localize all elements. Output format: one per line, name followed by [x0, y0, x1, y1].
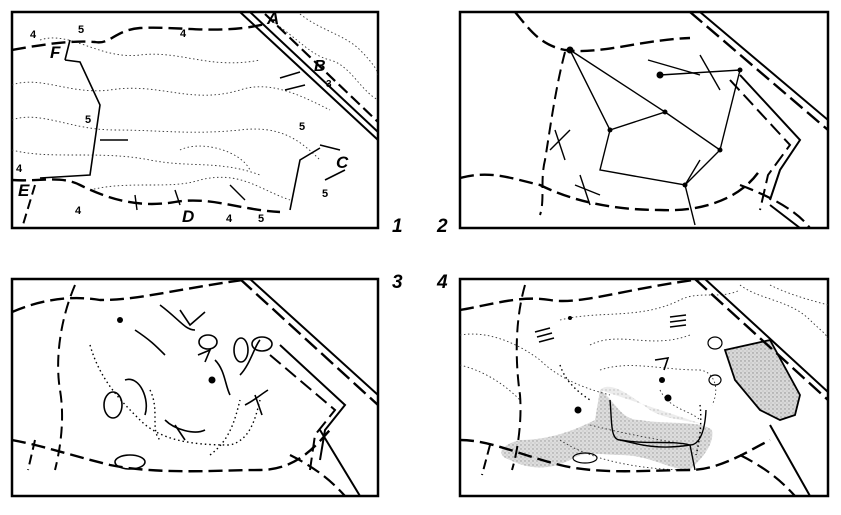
panel-4-shaded-road-area — [723, 338, 801, 421]
panel-4-drainage — [559, 364, 702, 456]
panel-1-tick-c2 — [324, 169, 346, 181]
panel-3-road-edge — [239, 279, 378, 406]
panel-1-boundary-west — [21, 184, 36, 228]
panel-3-boundary-north — [12, 279, 251, 314]
panel-1-tick-4 — [174, 189, 181, 206]
panel-4-boundary-west — [511, 284, 526, 471]
panel-3-road-c — [269, 354, 337, 471]
panel-1-tick-b2 — [284, 84, 306, 91]
label-a: A — [266, 9, 279, 28]
contour-label-7: 4 — [226, 213, 233, 225]
panel-number-1: 1 — [392, 216, 403, 237]
panel-1-traverse-tick — [64, 39, 71, 61]
panel-number-3: 3 — [392, 272, 403, 293]
panel-3-flow-lines — [124, 304, 269, 441]
contour-label-11: 3 — [326, 79, 332, 90]
panel-1-boundary-south — [12, 178, 281, 214]
contour-label-3: 4 — [180, 28, 187, 40]
panel-1-tick-b1 — [279, 71, 301, 79]
panel-4-points — [568, 316, 672, 414]
contour-label-1: 4 — [30, 29, 37, 41]
panel-3-road-a — [249, 279, 378, 396]
panel-4-road-a — [704, 279, 828, 393]
label-f: F — [50, 43, 61, 62]
panel-4 — [458, 277, 830, 498]
panel-3-closed-depressions — [103, 334, 273, 470]
panel-4-road-e — [739, 454, 796, 496]
panel-2-road-edge — [689, 12, 828, 131]
panel-4-hatch-marks — [534, 314, 687, 343]
panel-2-road-b — [739, 74, 802, 201]
panel-4-gullies — [609, 399, 707, 471]
panel-2-road-d — [769, 204, 801, 228]
panel-1-tick-2 — [229, 184, 246, 201]
panel-3-road-d — [319, 429, 361, 496]
panel-1-contours — [12, 13, 378, 201]
panel-1-tick-c1 — [319, 144, 341, 151]
panel-4-road-d — [769, 424, 811, 496]
panel-3-boundary-west — [54, 284, 76, 471]
panel-1-traverse-west — [39, 59, 101, 179]
panel-3 — [10, 277, 380, 498]
contour-label-4: 5 — [85, 114, 91, 126]
panel-4-boundary-sw — [481, 444, 491, 476]
panel-1-tick-3 — [134, 194, 138, 211]
panel-1-road-edge — [264, 13, 378, 123]
panel-3-road-e — [289, 454, 346, 496]
panel-2-road-a — [699, 12, 828, 121]
panel-2-boundary-west — [539, 51, 566, 216]
panel-3-frame — [10, 277, 380, 498]
panel-1: A B C D E F 4 5 4 5 4 4 4 5 5 5 3 — [10, 9, 380, 230]
panel-number-2: 2 — [437, 216, 448, 237]
panel-4-road-edge — [694, 279, 828, 401]
label-e: E — [18, 181, 30, 200]
panel-3-drainage — [89, 344, 261, 456]
contour-label-8: 5 — [258, 213, 264, 225]
contour-label-9: 5 — [299, 121, 305, 133]
panel-2-frame — [458, 10, 830, 230]
panel-number-4: 4 — [437, 272, 448, 293]
panel-4-depressions — [572, 336, 723, 464]
panel-2-road-c — [729, 79, 792, 211]
panel-2-nodes — [566, 46, 743, 188]
panel-2-road-e — [739, 183, 811, 228]
panel-3-road-b — [279, 344, 347, 461]
panel-2 — [458, 10, 830, 230]
label-d: D — [182, 207, 194, 226]
label-b: B — [314, 58, 326, 75]
panel-4-shaded-light — [600, 386, 705, 425]
panel-1-traverse-east — [289, 147, 321, 211]
panel-4-shaded-flow-area — [501, 390, 713, 470]
panel-3-boundary-sw — [27, 439, 36, 471]
panel-4-boundary-north — [460, 279, 701, 312]
contour-label-5: 4 — [16, 163, 23, 175]
panel-1-boundary-north — [12, 22, 266, 52]
panel-1-road-a — [239, 12, 378, 141]
panel-2-boundary-south — [460, 169, 761, 212]
panel-1-road-b — [249, 12, 378, 133]
contour-label-10: 5 — [322, 188, 328, 200]
panel-4-boundary-south — [460, 438, 771, 473]
contour-label-2: 5 — [78, 24, 84, 36]
contour-label-6: 4 — [75, 205, 82, 217]
label-c: C — [336, 153, 349, 172]
panel-1-frame — [10, 10, 380, 230]
panel-3-points — [117, 317, 216, 384]
